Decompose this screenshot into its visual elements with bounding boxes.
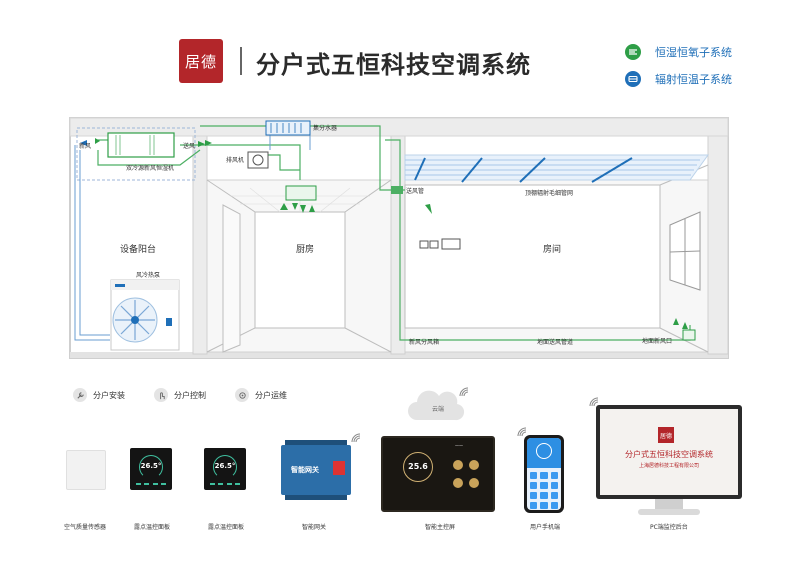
gateway-screen-text: 智能网关 <box>291 466 319 474</box>
pc-monitor: 居德 分户式五恒科技空调系统 上海居德科技工程有限公司 <box>596 405 742 499</box>
label-room: 房间 <box>543 245 562 255</box>
thermostat-1-value: 26.5° <box>140 462 162 470</box>
wifi-icon <box>517 427 527 437</box>
feature-maintenance: 分户运维 <box>235 388 287 402</box>
label-ceiling-radiant: 顶棚辐射毛细管网 <box>525 190 574 197</box>
air-quality-sensor <box>66 450 106 490</box>
thermostat-2-value: 26.5° <box>214 462 236 470</box>
label-cloud: 云端 <box>432 406 445 413</box>
label-heat-pump: 风冷热泵 <box>136 272 161 279</box>
dewpoint-thermostat-1: 26.5° <box>130 448 172 490</box>
monitor-title: 分户式五恒科技空调系统 <box>625 450 713 459</box>
label-floor-duct: 地面送风管道 <box>537 339 574 346</box>
brand-logo: 居德 <box>179 39 223 83</box>
label-exhaust-fan: 排风机 <box>226 157 245 164</box>
legend-label-radiant-temp: 辐射恒温子系统 <box>655 73 732 86</box>
monitor-logo: 居德 <box>658 427 674 443</box>
fresh-air-icon <box>625 44 641 60</box>
brand-logo-text: 居德 <box>184 52 217 71</box>
wifi-icon <box>459 387 469 397</box>
touch-icon <box>154 388 168 402</box>
label-kitchen: 厨房 <box>296 245 315 255</box>
label-pc-monitor: PC端监控后台 <box>650 524 688 531</box>
thermostat-dial <box>139 455 163 479</box>
radiator-icon <box>625 71 641 87</box>
main-panel-value: 25.6 <box>408 462 428 471</box>
label-air-quality-sensor: 空气质量传感器 <box>64 524 107 531</box>
label-equipment-balcony: 设备阳台 <box>120 245 157 255</box>
smart-gateway: 智能网关 <box>281 440 351 500</box>
legend-label-humidity-oxygen: 恒湿恒氧子系统 <box>655 46 732 59</box>
monitor-base <box>638 509 700 515</box>
building-section-diagram <box>69 117 729 359</box>
maintenance-icon <box>235 388 249 402</box>
thermostat-dial <box>213 455 237 479</box>
wifi-icon <box>351 433 361 443</box>
feature-maintenance-label: 分户运维 <box>255 390 287 400</box>
label-floor-vent: 地面新风口 <box>642 338 673 345</box>
label-supply-louver: 送风管 <box>406 188 425 195</box>
cloud-icon <box>408 390 465 421</box>
label-fresh-air: 新风 <box>79 143 92 150</box>
monitor-neck <box>655 499 683 509</box>
label-water-distributor: 集分水器 <box>313 125 338 132</box>
label-dual-cool-unit: 双冷源新风恒湿机 <box>126 165 175 172</box>
qr-code-icon <box>333 461 345 475</box>
feature-install: 分户安装 <box>73 388 125 402</box>
label-fresh-air-split: 新风分风箱 <box>409 339 440 346</box>
monitor-subtitle: 上海居德科技工程有限公司 <box>638 463 699 469</box>
label-thermostat-1: 露点温控面板 <box>134 524 171 531</box>
page-title: 分户式五恒科技空调系统 <box>256 51 531 79</box>
smart-main-panel: —— 25.6 <box>381 436 495 512</box>
dewpoint-thermostat-2: 26.5° <box>204 448 246 490</box>
label-smart-gateway: 智能网关 <box>302 524 327 531</box>
feature-install-label: 分户安装 <box>93 390 125 400</box>
label-thermostat-2: 露点温控面板 <box>208 524 245 531</box>
title-divider <box>240 47 242 75</box>
legend-item-radiant-temp: 辐射恒温子系统 <box>625 71 732 87</box>
panel-dial <box>403 452 433 482</box>
feature-control: 分户控制 <box>154 388 206 402</box>
wrench-icon <box>73 388 87 402</box>
label-main-panel: 智能主控屏 <box>425 524 456 531</box>
wifi-icon <box>589 397 599 407</box>
feature-control-label: 分户控制 <box>174 390 206 400</box>
label-user-phone: 用户手机端 <box>530 524 561 531</box>
legend-item-humidity-oxygen: 恒湿恒氧子系统 <box>625 44 732 60</box>
user-phone <box>524 435 564 513</box>
label-supply-air: 送风 <box>183 143 196 150</box>
